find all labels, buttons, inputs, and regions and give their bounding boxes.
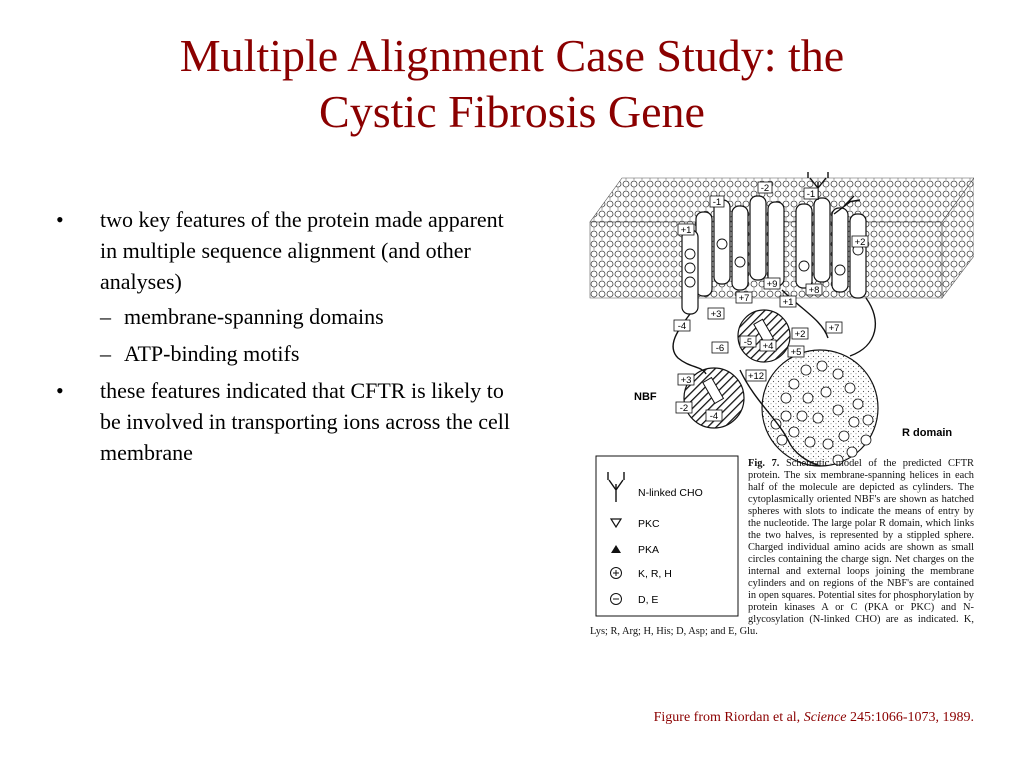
credit-suffix: 245:1066-1073, 1989.	[846, 710, 974, 725]
charge-box: +1	[779, 295, 797, 308]
charge-box: +7	[825, 321, 843, 334]
legend-label: D, E	[638, 594, 658, 606]
charge-box: +2	[791, 327, 809, 340]
charge-boxes: -1 -2 -1 +1 +2 +3 +9 +8 +7 +1 -4 -5 +4 +…	[673, 181, 869, 422]
sub-bullet-text: ATP-binding motifs	[124, 341, 300, 366]
charge-box-label: -5	[744, 337, 752, 348]
charge-box: +5	[787, 345, 805, 358]
sub-bullet-item: – membrane-spanning domains	[100, 301, 526, 332]
sub-bullet-marker: –	[100, 304, 111, 329]
nbf-spheres	[683, 309, 791, 429]
r-domain-label: R domain	[902, 427, 952, 439]
charge-box-label: +3	[711, 309, 722, 320]
charge-box-label: +2	[855, 237, 866, 248]
credit-journal: Science	[803, 710, 847, 725]
figure-credit: Figure from Riordan et al, Science 245:1…	[654, 710, 974, 726]
sub-bullet-list: – membrane-spanning domains – ATP-bindin…	[100, 301, 526, 369]
charge-box-label: -6	[716, 343, 724, 354]
charge-box: -1	[803, 187, 819, 200]
caption-spacer	[590, 458, 748, 626]
charge-box: +9	[763, 277, 781, 290]
charge-box: +7	[735, 291, 753, 304]
positive-charge-icon	[610, 567, 622, 579]
charge-box: -4	[705, 409, 723, 422]
figure-caption: Fig. 7. Schematic model of the predicted…	[590, 458, 974, 638]
charge-box-label: -2	[761, 183, 769, 194]
pka-icon	[611, 545, 621, 553]
legend-label: PKA	[638, 544, 659, 556]
charge-box-label: +5	[791, 347, 802, 358]
charge-box-label: -2	[680, 403, 688, 414]
charge-box: +4	[759, 339, 777, 352]
charge-box: +3	[677, 373, 695, 386]
charge-box-label: +12	[748, 371, 764, 382]
charge-box: -6	[711, 341, 729, 354]
charge-box: +2	[851, 235, 869, 248]
sub-bullet-item: – ATP-binding motifs	[100, 338, 526, 369]
charge-box-label: +2	[795, 329, 806, 340]
charge-box-label: +7	[829, 323, 840, 334]
title-line-1: Multiple Alignment Case Study: the	[179, 30, 845, 81]
charge-box: +8	[805, 283, 823, 296]
charge-box-label: -1	[807, 189, 815, 200]
charge-box-label: -4	[678, 321, 686, 332]
slide-title: Multiple Alignment Case Study: the Cysti…	[40, 28, 984, 140]
pkc-icon	[609, 518, 623, 529]
legend-label: PKC	[638, 518, 660, 530]
charge-box: +3	[707, 307, 725, 320]
charge-box-label: +1	[783, 297, 794, 308]
bullet-marker: •	[56, 378, 64, 403]
caption-label: Fig. 7.	[748, 458, 780, 469]
title-line-2: Cystic Fibrosis Gene	[319, 86, 705, 137]
bullet-text: two key features of the protein made app…	[100, 207, 504, 294]
charge-circles	[684, 238, 864, 288]
charge-box-label: +7	[739, 293, 750, 304]
negative-charge-icon	[610, 593, 622, 605]
sub-bullet-text: membrane-spanning domains	[124, 304, 384, 329]
charge-box: -2	[757, 181, 773, 194]
charge-box-label: -1	[713, 197, 721, 208]
nbf-label: NBF	[634, 391, 657, 403]
bullet-text: these features indicated that CFTR is li…	[100, 378, 510, 465]
legend-label: N-linked CHO	[638, 487, 703, 499]
bullet-item: • these features indicated that CFTR is …	[56, 375, 526, 468]
r-domain	[761, 349, 879, 467]
figure-legend: N-linked CHO PKC PKA K, R, H D, E	[595, 455, 739, 617]
sub-bullet-marker: –	[100, 341, 111, 366]
credit-prefix: Figure from Riordan et al,	[653, 710, 804, 725]
charge-box-label: +1	[681, 225, 692, 236]
legend-label: K, R, H	[638, 568, 672, 580]
caption-text: Schematic model of the predicted CFTR pr…	[590, 458, 974, 637]
bullet-list: • two key features of the protein made a…	[56, 204, 526, 472]
charge-box: -5	[739, 335, 757, 348]
charge-box: -2	[675, 401, 693, 414]
charge-box: +1	[677, 223, 695, 236]
bullet-marker: •	[56, 207, 64, 232]
charge-box: +12	[745, 369, 767, 382]
n-linked-cho-icon	[607, 472, 625, 502]
charge-box-label: -4	[710, 411, 718, 422]
bullet-item: • two key features of the protein made a…	[56, 204, 526, 369]
charge-box-label: +9	[767, 279, 778, 290]
charge-box-label: +4	[763, 341, 774, 352]
charge-box-label: +8	[809, 285, 820, 296]
charge-box: -1	[709, 195, 725, 208]
cftr-figure: -1 -2 -1 +1 +2 +3 +9 +8 +7 +1 -4 -5 +4 +…	[589, 172, 974, 617]
charge-box: -4	[673, 319, 691, 332]
charge-box-label: +3	[681, 375, 692, 386]
